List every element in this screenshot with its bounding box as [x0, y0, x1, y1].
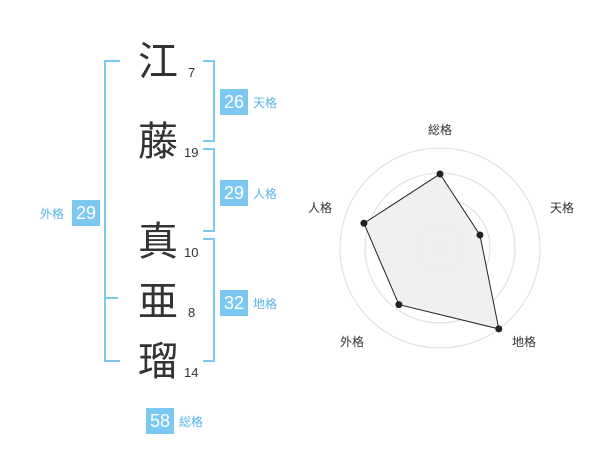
axis-label-chikaku: 地格 [512, 334, 536, 349]
jinkaku-bracket [203, 148, 215, 232]
radar-shape [363, 173, 500, 330]
name-char-1: 江 [138, 39, 178, 85]
tenkaku-label: 天格 [253, 96, 278, 110]
stroke-count-3: 10 [184, 245, 199, 260]
stroke-count-2: 19 [184, 145, 199, 160]
radar-points [360, 170, 503, 333]
tenkaku-value-badge: 26 [220, 89, 248, 115]
radar-point-gaikaku [395, 301, 403, 309]
name-char-4: 亜 [138, 279, 178, 325]
stroke-count-1: 7 [188, 65, 196, 80]
axis-label-jinkaku: 人格 [308, 200, 332, 215]
jinkaku-value-badge: 29 [220, 180, 248, 206]
radar-chart: 総格 天格 地格 外格 人格 [308, 122, 574, 349]
gaikaku-value-badge: 29 [72, 200, 100, 226]
gaikaku-bracket [104, 60, 120, 362]
soukaku-label: 総格 [179, 415, 204, 429]
stroke-count-4: 8 [188, 305, 196, 320]
radar-point-tenkaku [476, 231, 484, 239]
axis-label-gaikaku: 外格 [340, 334, 364, 349]
radar-point-chikaku [495, 325, 503, 333]
radar-point-jinkaku [360, 219, 368, 227]
soukaku-value-badge: 58 [146, 408, 174, 434]
tenkaku-bracket [203, 60, 215, 142]
name-char-2: 藤 [138, 119, 178, 165]
name-char-3: 真 [138, 219, 178, 265]
stroke-count-5: 14 [184, 365, 199, 380]
axis-label-soukaku: 総格 [428, 122, 452, 137]
chikaku-bracket [203, 238, 215, 362]
chikaku-label: 地格 [253, 297, 278, 311]
axis-label-tenkaku: 天格 [550, 200, 574, 215]
radar-ring-4 [339, 147, 541, 349]
radar-point-soukaku [436, 170, 444, 178]
gaikaku-bracket-tick [106, 297, 118, 299]
chikaku-value-badge: 32 [220, 290, 248, 316]
gaikaku-label: 外格 [40, 207, 65, 221]
jinkaku-label: 人格 [253, 187, 278, 201]
name-char-5: 瑠 [138, 339, 178, 385]
